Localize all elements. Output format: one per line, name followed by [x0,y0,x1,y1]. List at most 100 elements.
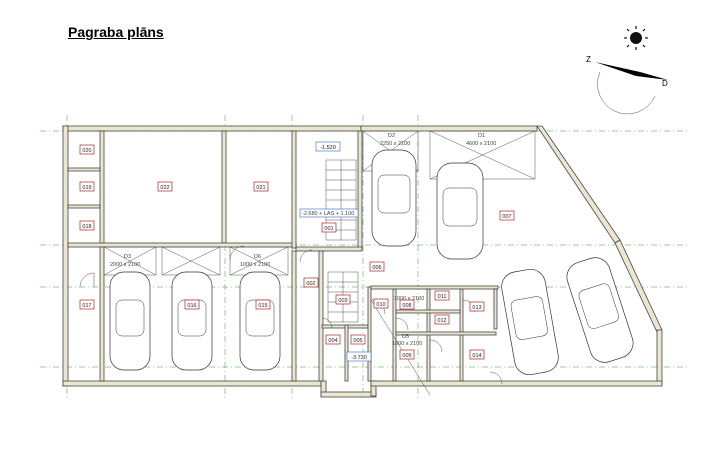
room-label-004: 004 [325,334,341,345]
level-value: -3.730 [351,355,367,361]
room-number: 019 [82,185,91,191]
room-label-016: 016 [184,299,200,310]
room-number: 002 [306,281,315,287]
room-number: 018 [82,224,91,230]
room-label-box [79,144,95,155]
room-number: 012 [437,318,446,324]
room-label-007: 007 [499,210,515,221]
level-mark-1: -1.520 [315,141,341,152]
room-label-box [350,334,366,345]
level-value: -1.520 [320,145,336,151]
room-number: 017 [82,303,91,309]
level-marks: -1.520 -3.730 [315,141,372,362]
annotation-text: 1000 x 2100 [392,341,422,347]
room-number: 022 [160,185,169,191]
annotation-text: 2000 x 2100 [110,262,140,268]
annotation-text: D3 [124,254,131,260]
room-label-006: 006 [369,261,385,272]
sun-icon [630,32,642,44]
room-label-017: 017 [79,299,95,310]
room-number: 010 [376,302,385,308]
room-number: 008 [402,303,411,309]
car-7 [566,257,634,363]
interior-walls [67,130,499,382]
room-label-012: 012 [434,314,450,325]
room-number: 013 [472,305,481,311]
level-mark-2: -3.730 [346,351,372,362]
room-number: 003 [338,298,347,304]
room-label-001: 001 [321,222,337,233]
annotation-text: D6 [254,254,261,260]
car-3 [239,271,281,371]
room-label-009: 009 [399,349,415,360]
room-number: 001 [324,226,333,232]
annotation-text: D5 [402,334,409,340]
room-number: 015 [258,303,267,309]
stairs-upper [325,159,357,241]
room-label-018: 018 [79,220,95,231]
room-label-box [469,349,485,360]
annotation-text: 1000 x 2100 [240,262,270,268]
room-number: 014 [472,353,481,359]
room-label-box [79,299,95,310]
room-number: 004 [328,338,337,344]
room-number: 006 [372,265,381,271]
exterior-walls [62,125,663,398]
annotation-text: D2 [388,133,395,139]
room-label-box [434,290,450,301]
sun-rays [624,26,648,50]
room-number: 005 [353,338,362,344]
car-2 [171,271,213,371]
annotation-text: 2250 x 2100 [380,141,410,147]
room-label-box [255,299,271,310]
room-label-box [469,301,485,312]
room-labels: 020 019 018 022 021 001 006 007 017 016 015 002 003 0… [79,144,515,360]
room-label-box [373,298,389,309]
room-label-015: 015 [255,299,271,310]
car-4 [371,149,417,247]
room-label-011: 011 [434,290,450,301]
room-label-box [399,349,415,360]
room-label-008: 008 [399,299,415,310]
annotation-text: -2.680 + LAS + 1.100 [302,211,354,217]
car-1 [109,271,151,371]
room-label-002: 002 [303,277,319,288]
room-label-005: 005 [350,334,366,345]
room-label-021: 021 [253,181,269,192]
annotation-text: 4600 x 2100 [466,141,496,147]
room-label-box [321,222,337,233]
room-number: 009 [402,353,411,359]
compass-rose: Z D [586,26,668,115]
room-label-box [79,181,95,192]
room-number: 020 [82,148,91,154]
door-swings [79,245,503,396]
car-5 [436,162,484,260]
level-mark-box [346,351,372,362]
page-title: Pagraba plāns [68,24,164,40]
parked-cars [109,149,634,376]
room-label-019: 019 [79,181,95,192]
room-label-box [303,277,319,288]
room-label-box [184,299,200,310]
room-label-box [335,294,351,305]
level-mark-box [315,141,341,152]
compass-south-label: D [662,79,668,88]
car-6 [501,268,559,376]
annotation-text: D1 [478,133,485,139]
room-label-box [325,334,341,345]
room-number: 021 [256,185,265,191]
room-label-box [499,210,515,221]
room-label-box [253,181,269,192]
room-label-box [157,181,173,192]
room-label-box [79,220,95,231]
room-number: 011 [438,294,447,300]
room-number: 016 [187,303,196,309]
room-label-022: 022 [157,181,173,192]
room-label-013: 013 [469,301,485,312]
room-label-010: 010 [373,298,389,309]
room-label-box [434,314,450,325]
annotations: -2.680 + LAS + 1.100 D2 2250 x 2100 D1 4… [110,133,496,347]
room-label-020: 020 [79,144,95,155]
room-label-014: 014 [469,349,485,360]
